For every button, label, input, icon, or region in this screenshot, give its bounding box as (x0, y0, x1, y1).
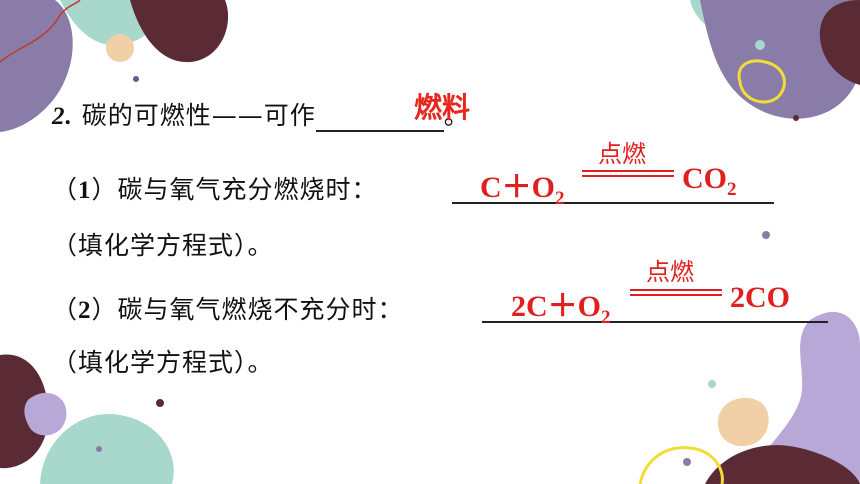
peach-dot (106, 34, 134, 62)
part-2-text: 碳与氧气燃烧不充分时： (117, 295, 404, 324)
part-2-answer-underline (482, 321, 828, 323)
item-number: 2. (52, 103, 73, 130)
yellow-curve-bottom-right (638, 446, 724, 484)
purple-dot-bottom-left (96, 446, 102, 452)
item-2-line: 2. 碳的可燃性——可作 。 (52, 96, 470, 132)
teal-dot-right-2 (708, 380, 716, 388)
part-1-label: （1） (52, 175, 118, 204)
maroon-blob-bottom-right (705, 445, 860, 484)
part-1-text: 碳与氧气充分燃烧时： (117, 175, 378, 204)
part-2-note: （填化学方程式）。 (52, 348, 274, 377)
answer-blank (315, 101, 444, 132)
part-2-condition: 点燃 (646, 258, 694, 286)
lavender-blob-bottom-left (24, 392, 67, 436)
part-1-eq-left: C＋O2 (480, 171, 565, 209)
teal-dot-right (755, 40, 765, 50)
teal-blob-bottom-left (40, 414, 174, 484)
answer-fuel: 燃料 (414, 91, 471, 124)
red-curve-top-left (0, 0, 81, 63)
part-2-eq-left: 2C＋O2 (511, 290, 611, 328)
small-purple-dot (133, 76, 139, 82)
maroon-dot-right (793, 115, 799, 121)
part-1-equals-sign (582, 170, 674, 177)
item-2-prefix: 碳的可燃性——可作 (81, 101, 316, 130)
purple-blob-bottom-right (745, 311, 860, 484)
part-2-equals-sign (630, 289, 722, 296)
purple-blob-top-left (0, 0, 73, 132)
maroon-blob-bottom-left (0, 354, 49, 469)
part-1-condition: 点燃 (598, 140, 646, 168)
part-1-line: （1）碳与氧气充分燃烧时： (52, 170, 378, 206)
item-2-suffix: 。 (443, 101, 470, 130)
maroon-blob-top-left (130, 0, 229, 63)
part-2-line: （2）碳与氧气燃烧不充分时： (52, 290, 404, 326)
purple-dot-bottom-right (683, 458, 691, 466)
part-1-answer-underline (452, 202, 774, 204)
part-2-label: （2） (52, 295, 118, 324)
maroon-blob-top-right (819, 0, 860, 85)
purple-dot-right (762, 231, 770, 239)
yellow-ring-top-right (737, 59, 786, 104)
part-1-eq-right: CO2 (682, 162, 737, 200)
maroon-dot-bottom-left (156, 399, 164, 407)
part-2-eq-right: 2CO (730, 281, 790, 314)
purple-blob-top-right (700, 0, 860, 119)
part-1-note: （填化学方程式）。 (52, 231, 274, 260)
peach-blob-bottom-right (717, 397, 769, 447)
